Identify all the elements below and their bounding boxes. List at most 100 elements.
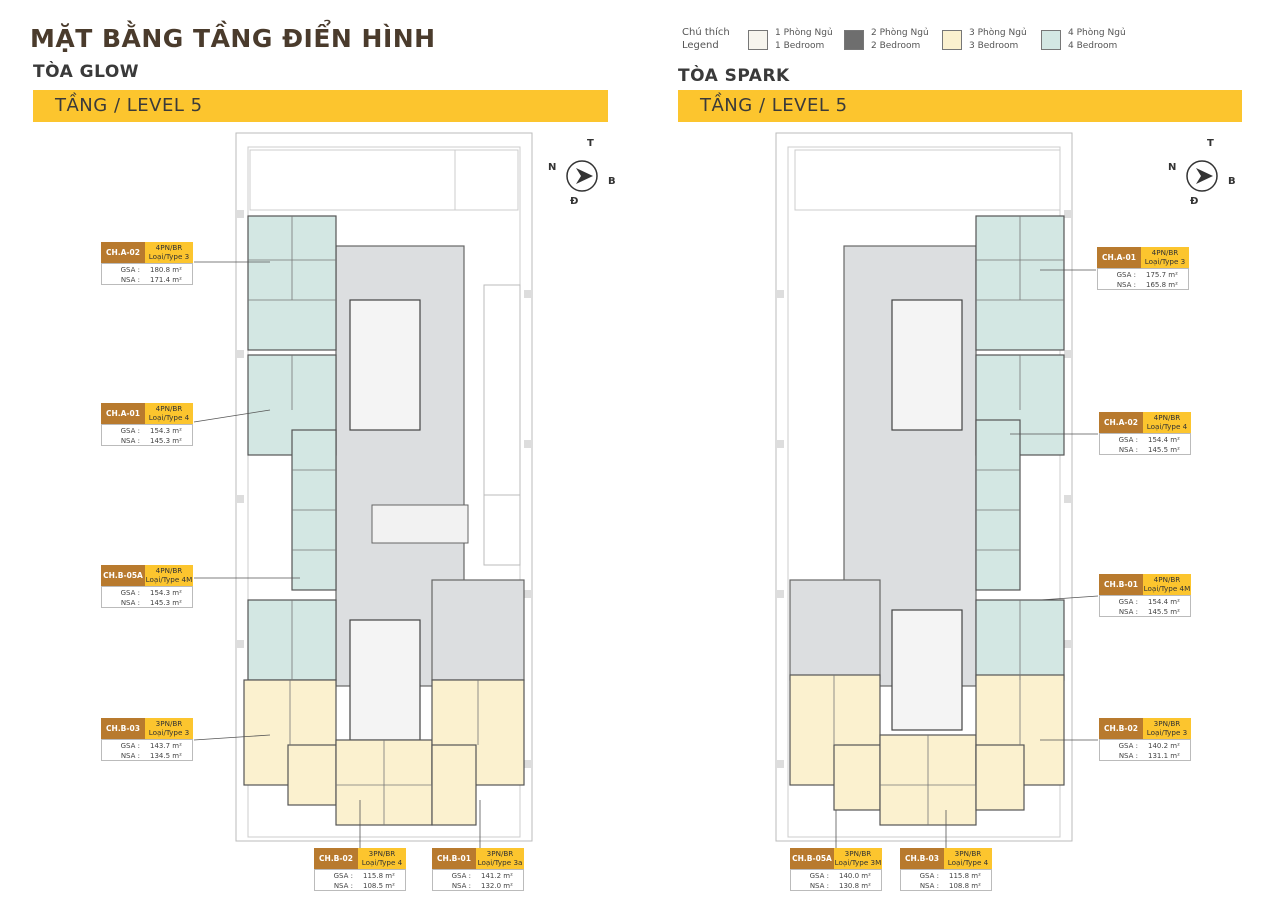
gsa-value: 154.4 m² (1148, 436, 1180, 444)
nsa-label: NSA : (120, 276, 140, 284)
compass-icon (1186, 160, 1218, 192)
page-title: MẶT BẰNG TẦNG ĐIỂN HÌNH (30, 24, 436, 53)
gsa-row: GSA :175.7 m² (1098, 270, 1190, 280)
gsa-label: GSA : (1116, 271, 1136, 279)
unit-bedrooms: 4PN/BR (1151, 248, 1179, 257)
gsa-label: GSA : (919, 872, 939, 880)
gsa-label: GSA : (333, 872, 353, 880)
unit-type-label: Loại/Type 3 (1146, 728, 1188, 737)
compass-b: B (1228, 176, 1236, 187)
unit-area-box: GSA :140.2 m² NSA :131.1 m² (1099, 739, 1191, 761)
level-bar-glow: TẦNG / LEVEL 5 (33, 90, 608, 122)
unit-type-label: Loại/Type 3 (1144, 257, 1186, 266)
gsa-value: 115.8 m² (949, 872, 981, 880)
nsa-row: NSA :145.5 m² (1100, 445, 1192, 455)
nsa-value: 130.8 m² (839, 882, 871, 890)
unit-code: CH.A-02 (101, 242, 145, 263)
nsa-value: 132.0 m² (481, 882, 513, 890)
gsa-row: GSA : 154.4 m² (1100, 597, 1192, 607)
unit-code: CH.B-02 (314, 848, 358, 869)
unit-type-label: Loại/Type 3 (148, 252, 190, 261)
gsa-value: 115.8 m² (363, 872, 395, 880)
gsa-value: 154.3 m² (150, 589, 182, 597)
nsa-value: 108.5 m² (363, 882, 395, 890)
nsa-row: NSA :131.1 m² (1100, 751, 1192, 761)
gsa-label: GSA : (809, 872, 829, 880)
legend-swatch-2br (844, 30, 864, 50)
nsa-value: 145.3 m² (150, 599, 182, 607)
unit-area-box: GSA :141.2 m² NSA :132.0 m² (432, 869, 524, 891)
legend-1br-vi: 1 Phòng Ngủ (775, 28, 833, 38)
legend-1br-en: 1 Bedroom (775, 41, 825, 51)
unit-bedrooms: 4PN/BR (155, 566, 183, 575)
nsa-value: 131.1 m² (1148, 752, 1180, 760)
unit-bedrooms: 3PN/BR (954, 849, 982, 858)
gsa-row: GSA :154.3 m² (102, 426, 194, 436)
unit-area-box: GSA :154.4 m² NSA :145.5 m² (1099, 433, 1191, 455)
compass-d: Đ (1190, 196, 1199, 207)
gsa-row: GSA : 143.7 m² (102, 741, 194, 751)
nsa-row: NSA : 108.5 m² (315, 881, 407, 891)
gsa-row: GSA : 115.8 m² (901, 871, 993, 881)
nsa-value: 145.3 m² (150, 437, 182, 445)
unit-type-label: Loại/Type 3 (148, 728, 190, 737)
nsa-row: NSA :165.8 m² (1098, 280, 1190, 290)
nsa-label: NSA : (333, 882, 353, 890)
gsa-value: 140.0 m² (839, 872, 871, 880)
gsa-label: GSA : (120, 742, 140, 750)
compass-icon (566, 160, 598, 192)
unit-code: CH.B-03 (101, 718, 145, 739)
compass-n: N (1168, 162, 1177, 173)
gsa-row: GSA :141.2 m² (433, 871, 525, 881)
unit-area-box: GSA : 115.8 m² NSA :108.8 m² (900, 869, 992, 891)
compass-n: N (548, 162, 557, 173)
gsa-label: GSA : (1118, 742, 1138, 750)
gsa-value: 154.4 m² (1148, 598, 1180, 606)
floor-plan-glow (235, 132, 533, 842)
legend-3br-vi: 3 Phòng Ngủ (969, 28, 1027, 38)
legend-4br-vi: 4 Phòng Ngủ (1068, 28, 1126, 38)
tower-name-spark: TÒA SPARK (678, 66, 790, 86)
gsa-row: GSA :180.8 m² (102, 265, 194, 275)
unit-code: CH.A-01 (101, 403, 145, 424)
nsa-value: 108.8 m² (949, 882, 981, 890)
legend-label-en: Legend (682, 40, 719, 51)
unit-area-box: GSA : 115.8 m² NSA : 108.5 m² (314, 869, 406, 891)
unit-bedrooms: 4PN/BR (1153, 575, 1181, 584)
unit-type-label: Loại/Type 4M (145, 575, 193, 584)
nsa-row: NSA : 130.8 m² (791, 881, 883, 891)
nsa-label: NSA : (809, 882, 829, 890)
gsa-label: GSA : (1118, 598, 1138, 606)
legend-4br-en: 4 Bedroom (1068, 41, 1118, 51)
gsa-row: GSA : 115.8 m² (315, 871, 407, 881)
unit-bedrooms: 3PN/BR (155, 719, 183, 728)
nsa-row: NSA :108.8 m² (901, 881, 993, 891)
gsa-row: GSA :154.3 m² (102, 588, 194, 598)
level-label-glow: TẦNG / LEVEL 5 (55, 95, 203, 116)
unit-type-label: Loại/Type 3a (477, 858, 523, 867)
nsa-value: 171.4 m² (150, 276, 182, 284)
gsa-value: 143.7 m² (150, 742, 182, 750)
nsa-value: 145.5 m² (1148, 608, 1180, 616)
nsa-row: NSA :134.5 m² (102, 751, 194, 761)
nsa-label: NSA : (1116, 281, 1136, 289)
